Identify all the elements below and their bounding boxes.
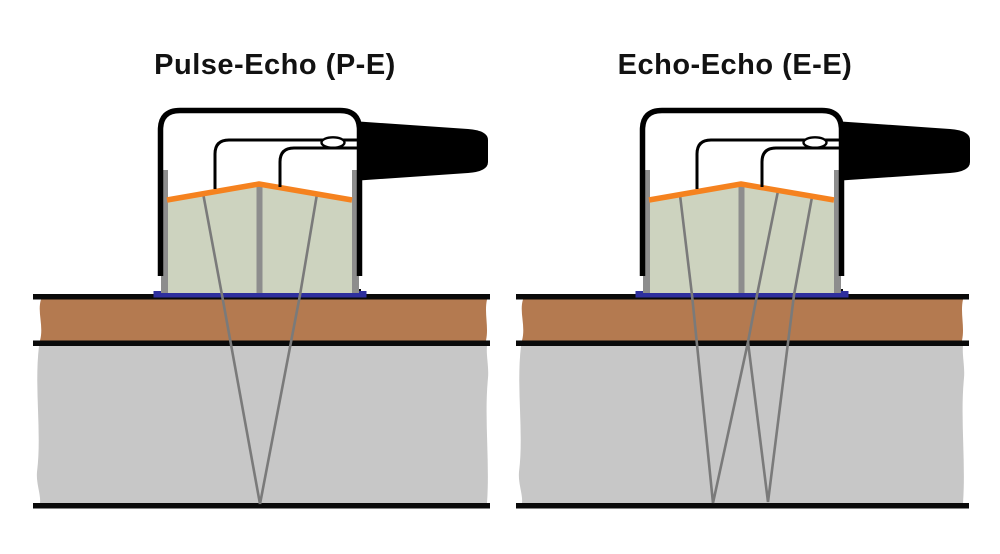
cable-boot	[359, 121, 488, 181]
couplant-layer	[635, 291, 849, 298]
probe	[157, 107, 488, 293]
coating-layer	[39, 299, 488, 341]
test-piece	[516, 294, 969, 509]
coating-layer	[521, 299, 963, 341]
housing-bar-left	[643, 170, 650, 293]
panel-title: Echo-Echo (E-E)	[618, 49, 853, 81]
wire-left	[213, 138, 362, 189]
wire-right	[760, 146, 844, 187]
panel-title: Pulse-Echo (P-E)	[154, 49, 396, 81]
probe-body	[157, 107, 363, 276]
connector-bead	[320, 136, 346, 149]
connector-bead	[802, 136, 828, 149]
couplant-layer	[153, 291, 367, 298]
panel-pulse-echo: Pulse-Echo (P-E)	[33, 49, 490, 509]
housing-bar-left	[161, 170, 168, 293]
wire-right	[278, 146, 362, 187]
substrate-layer	[36, 346, 489, 503]
ray-path	[711, 190, 780, 504]
interface-line	[516, 340, 969, 346]
cable-boot	[841, 121, 970, 181]
probe-body	[639, 107, 845, 276]
ray-path	[746, 196, 814, 503]
backwall-line	[516, 503, 969, 509]
backwall-line	[33, 503, 490, 509]
ray-path	[678, 194, 715, 504]
housing-bar-right	[834, 170, 841, 293]
substrate-layer	[518, 346, 965, 503]
transducer-element-face	[166, 181, 353, 203]
transducer-element-face	[648, 181, 835, 203]
ray-path	[258, 193, 319, 505]
interface-line	[33, 340, 490, 346]
panel-echo-echo: Echo-Echo (E-E)	[516, 49, 970, 509]
test-piece	[33, 294, 490, 509]
ray-path	[201, 192, 262, 505]
sound-paths	[678, 190, 814, 504]
element-divider-bar	[738, 184, 745, 293]
housing-bar-right	[352, 170, 359, 293]
element-divider-bar	[256, 184, 263, 293]
wire-left	[695, 138, 844, 189]
probe	[639, 107, 970, 293]
sound-paths	[201, 192, 319, 505]
